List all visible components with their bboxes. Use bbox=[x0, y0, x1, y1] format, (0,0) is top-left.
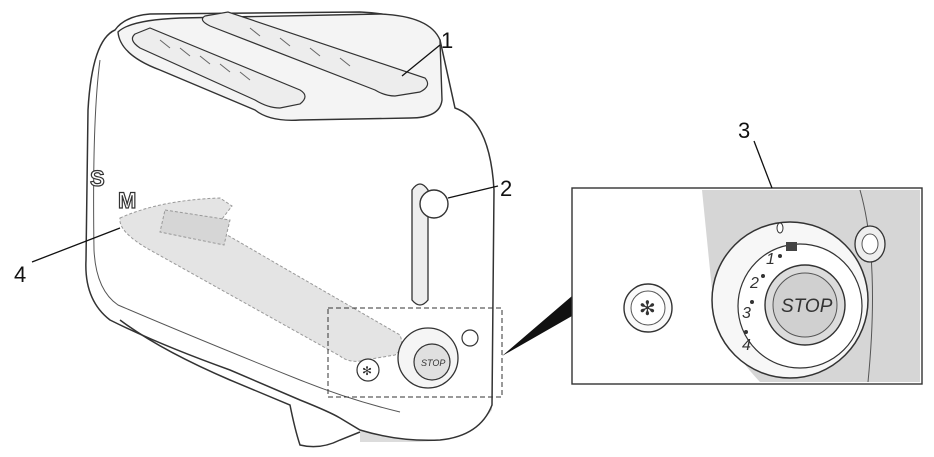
defrost-button: ✻ bbox=[623, 283, 673, 333]
toaster-base bbox=[119, 319, 361, 448]
body-controls: ✻ STOP bbox=[356, 327, 479, 389]
leader-line-2 bbox=[447, 185, 499, 199]
dial-scale-dot bbox=[750, 300, 754, 304]
smeg-letter-m: M bbox=[118, 188, 136, 213]
dial-scale-1: 1 bbox=[766, 251, 775, 268]
reheat-icon bbox=[861, 233, 879, 255]
browning-dial: STOP 4 3 2 1 bbox=[711, 221, 869, 379]
detail-selection-box bbox=[327, 307, 503, 398]
dial-scale-3: 3 bbox=[742, 305, 751, 322]
leader-line-3 bbox=[753, 140, 773, 189]
toaster-front-contour bbox=[93, 59, 401, 413]
smeg-letter-s: S bbox=[90, 166, 105, 191]
leader-line-1 bbox=[401, 44, 441, 77]
snowflake-icon: ✻ bbox=[639, 298, 656, 320]
dial-scale-dot bbox=[744, 330, 748, 334]
browning-dial-inner-small bbox=[413, 343, 451, 381]
lever bbox=[411, 183, 449, 306]
bread-slot-front bbox=[131, 27, 306, 109]
dial-scale-dot bbox=[761, 274, 765, 278]
browning-dial-knob-inner bbox=[772, 272, 838, 338]
dial-indicator bbox=[776, 222, 784, 234]
crumb-tray bbox=[119, 197, 403, 362]
snowflake-icon: ✻ bbox=[362, 364, 372, 378]
crumb-tray-handle bbox=[159, 209, 231, 246]
callout-4: 4 bbox=[14, 262, 26, 287]
defrost-button-small bbox=[356, 358, 380, 382]
reheat-button bbox=[854, 225, 886, 263]
zoom-connector bbox=[502, 296, 572, 356]
callout-3: 3 bbox=[738, 118, 750, 143]
lever-knob bbox=[419, 189, 449, 219]
callout-lines bbox=[31, 44, 773, 263]
detail-panel: ✻ STOP 4 3 2 1 bbox=[571, 187, 923, 385]
detail-body-edge bbox=[859, 189, 873, 383]
callout-2: 2 bbox=[500, 176, 512, 201]
leader-line-4 bbox=[31, 227, 121, 263]
bagel-icon bbox=[786, 242, 797, 251]
dial-scale-2: 2 bbox=[749, 275, 759, 292]
dial-scale-4: 4 bbox=[742, 337, 751, 354]
callout-1: 1 bbox=[441, 28, 453, 53]
defrost-button-face bbox=[630, 290, 666, 326]
dial-stop-label: STOP bbox=[781, 296, 833, 317]
slot-grill bbox=[159, 27, 351, 81]
toaster-top bbox=[117, 13, 443, 121]
reheat-button-small bbox=[461, 329, 479, 347]
dial-scale-dot bbox=[778, 254, 782, 258]
bread-slot-rear bbox=[201, 11, 429, 97]
dial-stop-label-small: STOP bbox=[421, 358, 445, 368]
crumb-tray-shape bbox=[119, 197, 403, 362]
